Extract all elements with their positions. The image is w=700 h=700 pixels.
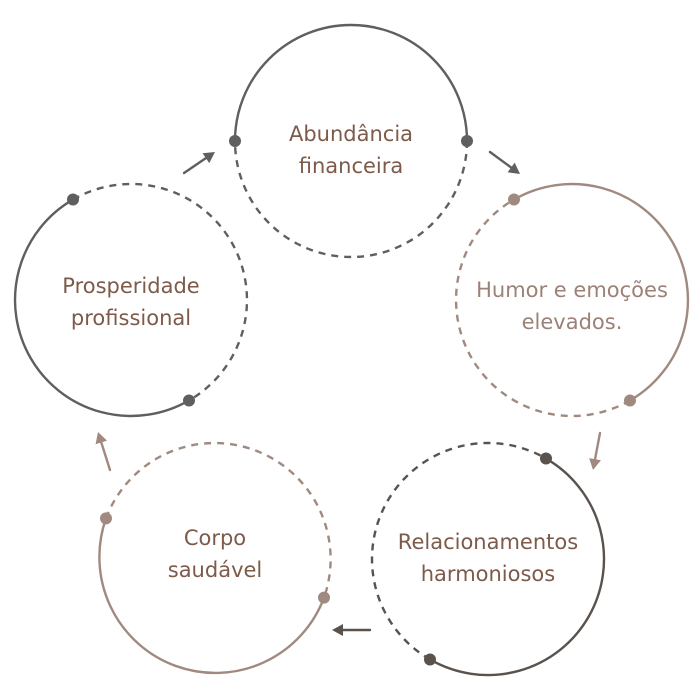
node-dot-end — [461, 135, 473, 147]
arrow-shaft — [182, 156, 208, 175]
node-arc-dashed — [454, 198, 631, 418]
node-label-line: Corpo — [184, 526, 246, 550]
arrow-abundancia-to-humor — [488, 150, 520, 174]
node-label-line: saudável — [168, 558, 263, 582]
cycle-node-corpo — [98, 441, 332, 675]
arrows-layer — [95, 150, 602, 636]
node-dot-end — [424, 653, 436, 666]
node-label-relacionamentos: Relacionamentos harmoniosos — [398, 530, 578, 586]
node-label-corpo: Corpo saudável — [168, 526, 263, 582]
arrow-prosperidade-to-abundancia — [182, 152, 215, 175]
node-dot-end — [67, 193, 79, 206]
node-arc-dashed — [104, 441, 332, 599]
node-arc-solid — [98, 517, 326, 675]
arrow-humor-to-relacionamentos — [589, 431, 602, 470]
node-arc-dashed — [370, 441, 547, 661]
circles-layer — [13, 23, 690, 677]
arrow-relacionamentos-to-corpo — [332, 624, 372, 636]
node-arc-solid — [429, 457, 606, 677]
node-dot-end — [624, 394, 636, 407]
cycle-node-humor — [454, 182, 690, 418]
node-dot-start — [318, 591, 330, 604]
node-label-line: Abundância — [289, 122, 413, 146]
cycle-node-abundancia — [229, 23, 473, 259]
node-label-line: Relacionamentos — [398, 530, 578, 554]
node-arc-solid — [513, 182, 690, 402]
node-label-prosperidade: Prosperidade profissional — [62, 274, 199, 330]
arrow-head-icon — [202, 152, 215, 164]
cycle-node-relacionamentos — [370, 441, 606, 677]
node-dot-end — [100, 512, 112, 525]
node-label-humor: Humor e emoções elevados. — [476, 278, 668, 334]
arrow-shaft — [593, 431, 602, 461]
node-label-line: harmoniosos — [421, 562, 555, 586]
node-label-line: Prosperidade — [62, 274, 199, 298]
node-dot-start — [229, 135, 241, 147]
node-arc-solid — [13, 198, 190, 418]
node-label-line: Humor e emoções — [476, 278, 668, 302]
arrow-head-icon — [95, 432, 108, 445]
node-dot-start — [540, 452, 552, 465]
node-dot-start — [508, 193, 520, 206]
arrow-shaft — [100, 441, 112, 472]
node-arc-dashed — [72, 182, 249, 402]
node-arc-dashed — [233, 140, 469, 259]
node-dot-start — [183, 394, 195, 407]
arrow-head-icon — [589, 458, 601, 470]
node-label-line: elevados. — [522, 310, 623, 334]
node-label-line: profissional — [71, 306, 191, 330]
arrow-shaft — [488, 150, 513, 169]
cycle-node-prosperidade — [13, 182, 249, 418]
node-label-abundancia: Abundância financeira — [289, 122, 413, 178]
node-arc-solid — [233, 23, 469, 142]
arrow-head-icon — [507, 162, 520, 174]
arrow-head-icon — [332, 624, 343, 636]
node-label-line: financeira — [299, 154, 404, 178]
arrow-corpo-to-prosperidade — [95, 432, 112, 472]
